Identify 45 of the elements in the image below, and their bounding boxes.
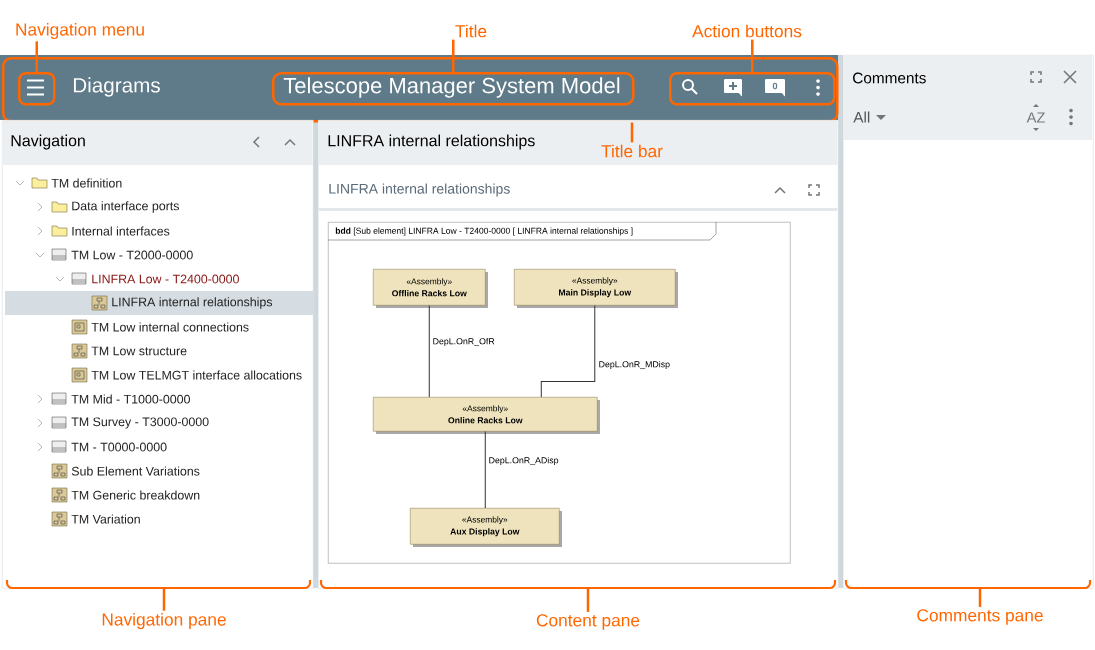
tree-item: TM Variation <box>71 514 140 524</box>
block: «Assembly» Online Racks Low <box>373 397 600 434</box>
highlight-frame <box>18 72 56 106</box>
tree-item: TM Generic breakdown <box>71 490 200 500</box>
highlight-frame <box>669 72 836 106</box>
connector <box>630 122 634 143</box>
connector <box>586 588 590 612</box>
connector <box>484 431 486 509</box>
connector <box>751 39 754 72</box>
tree-item: TM definition <box>51 178 122 188</box>
callout-text: Navigation menu <box>16 22 144 40</box>
callout-text: Comments pane <box>917 609 1043 625</box>
connector <box>428 305 430 398</box>
tree-item: TM Mid - T1000-0000 <box>71 394 190 404</box>
comment-count-badge: 0 <box>765 79 785 97</box>
tree-item: TM - T0000-0000 <box>71 442 167 452</box>
callout-text: Title <box>455 24 487 38</box>
tree-item: LINFRA internal relationships <box>112 297 273 309</box>
tree-item: LINFRA Low - T2400-0000 <box>92 274 239 284</box>
block: «Assembly» Aux Display Low <box>410 508 562 547</box>
connector <box>540 305 596 398</box>
tree-item: TM Low structure <box>91 346 187 356</box>
block: «Assembly» Offline Racks Low <box>373 269 488 308</box>
callout-text: Action buttons <box>692 24 802 38</box>
connector <box>35 41 38 72</box>
subheader: LINFRA internal relationships <box>329 183 510 197</box>
highlighted-title: Telescope Manager System Model <box>272 72 635 106</box>
block: «Assembly» Main Display Low <box>514 269 678 308</box>
connector <box>452 39 455 72</box>
edge-label: DepL.OnR_ADisp <box>487 455 560 467</box>
filter-dropdown: All <box>853 111 886 123</box>
connector <box>162 588 166 611</box>
tree-item: Internal interfaces <box>72 226 170 236</box>
tree-item: TM Low internal connections <box>91 322 249 332</box>
connector <box>978 588 982 607</box>
callout-text: Content pane <box>536 614 640 630</box>
tree-item: TM Low - T2000-0000 <box>71 250 193 260</box>
sort-button: AZ <box>1026 104 1045 131</box>
callout-text: Navigation pane <box>102 612 226 630</box>
edge-label: DepL.OnR_MDisp <box>597 359 672 371</box>
tree-item: Sub Element Variations <box>71 466 200 476</box>
tree-item: TM Survey - T3000-0000 <box>71 417 209 429</box>
tree-item: TM Low TELMGT interface allocations <box>91 370 302 380</box>
tree-item: Data interface ports <box>72 201 179 213</box>
edge-label: DepL.OnR_OfR <box>431 336 497 348</box>
